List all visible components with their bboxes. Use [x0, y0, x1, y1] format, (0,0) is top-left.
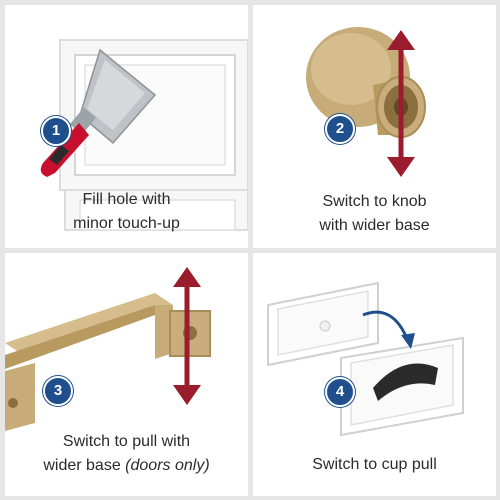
caption-note: (doors only): [125, 457, 210, 474]
caption-text: wider base: [43, 457, 121, 474]
caption-line: Switch to cup pull: [312, 456, 437, 473]
step-badge: 1: [41, 116, 71, 146]
step-caption: Switch to knob with wider base: [253, 190, 496, 238]
step-caption: Fill hole with minor touch-up: [5, 188, 248, 236]
step-badge: 3: [43, 376, 73, 406]
double-arrow-icon: [387, 30, 415, 177]
caption-line: Fill hole with: [82, 191, 171, 208]
panel-fill-hole: 1 Fill hole with minor touch-up: [5, 5, 248, 248]
caption-line: wider base (doors only): [5, 454, 248, 478]
bar-pull-icon: [5, 293, 211, 431]
caption-line: with wider base: [319, 217, 430, 234]
step-caption: Switch to cup pull: [253, 453, 496, 477]
panel-cup-pull: 4 Switch to cup pull: [253, 253, 496, 496]
panel-knob: 2 Switch to knob with wider base: [253, 5, 496, 248]
panel-bar-pull: 3 Switch to pull with wider base (doors …: [5, 253, 248, 496]
putty-knife-icon: [40, 48, 157, 177]
caption-line: Switch to pull with: [62, 433, 191, 450]
caption-line: Switch to knob: [322, 193, 427, 210]
knob-icon: [306, 27, 426, 138]
caption-line: minor touch-up: [73, 215, 180, 232]
curved-arrow-icon: [362, 310, 415, 349]
step-badge: 2: [325, 114, 355, 144]
cup-pull-icon: [373, 363, 438, 401]
step-badge: 4: [325, 377, 355, 407]
double-arrow-icon: [173, 267, 201, 405]
step-caption: Switch to pull with wider base (doors on…: [5, 430, 248, 478]
